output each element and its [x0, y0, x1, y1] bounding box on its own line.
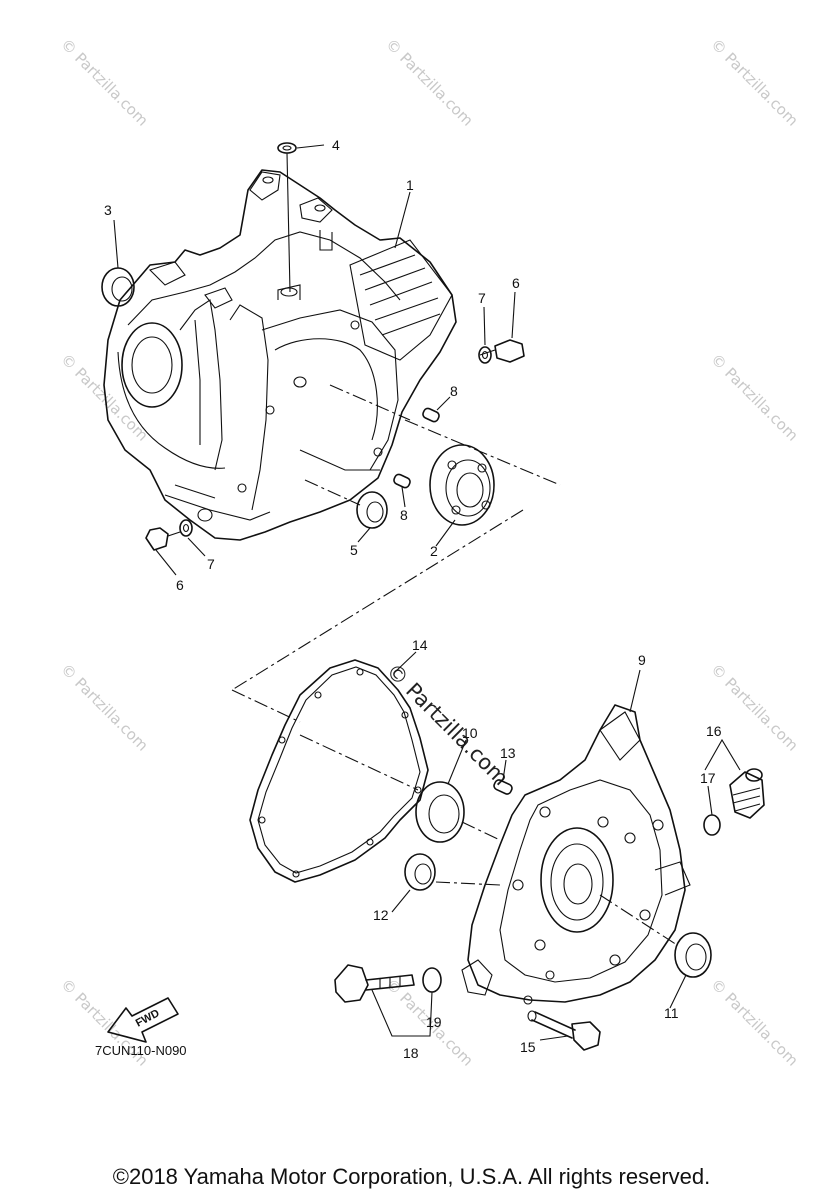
callout-18: 18	[403, 1045, 419, 1061]
watermark: © Partzilla.com	[382, 35, 477, 130]
callout-11: 11	[664, 1005, 679, 1021]
crankcase	[103, 169, 457, 541]
callout-6b: 6	[176, 577, 184, 593]
bolt-15	[527, 1010, 601, 1051]
o-ring-17	[703, 814, 721, 836]
bolt-6-left	[145, 519, 193, 551]
callout-4: 4	[332, 137, 340, 153]
oil-seal-3	[101, 267, 135, 307]
watermark: © Partzilla.com	[707, 350, 802, 445]
callout-17: 17	[700, 770, 716, 786]
washer-4	[277, 142, 297, 293]
dipstick-18	[334, 964, 415, 1003]
callout-16: 16	[706, 723, 722, 739]
fwd-label: FWD	[134, 1007, 162, 1029]
watermark-center: © Partzilla.com	[381, 659, 513, 791]
drain-plug-16	[729, 768, 765, 819]
callout-1: 1	[406, 177, 414, 193]
watermark: © Partzilla.com	[57, 350, 152, 445]
callout-3: 3	[104, 202, 112, 218]
callout-13: 13	[500, 745, 516, 761]
callout-8: 8	[450, 383, 458, 399]
bolt-6-right	[478, 339, 525, 364]
callout-12: 12	[373, 907, 389, 923]
oil-seal-11	[674, 932, 712, 978]
callout-2: 2	[430, 543, 438, 559]
part-code: 7CUN110-N090	[95, 1043, 187, 1058]
callout-10: 10	[462, 725, 478, 741]
bearing-2	[429, 444, 495, 526]
callout-7: 7	[478, 290, 486, 306]
callouts: 1 2 3 4 5 6 6 7 7 8 8 9 10 11 12 13 14 1…	[104, 137, 722, 1061]
gasket-14	[249, 659, 429, 883]
leader-lines	[113, 144, 741, 1041]
callout-7b: 7	[207, 556, 215, 572]
callout-19: 19	[426, 1014, 442, 1030]
fwd-arrow-icon: FWD	[107, 997, 179, 1043]
callout-14: 14	[412, 637, 428, 653]
oil-seal-5	[356, 491, 388, 529]
crankcase-cover-9	[461, 704, 691, 1005]
watermark: © Partzilla.com	[707, 975, 802, 1070]
oil-seal-12	[404, 853, 436, 891]
oil-seal-10	[415, 781, 465, 843]
callout-6: 6	[512, 275, 520, 291]
dowel-pins-8	[393, 407, 440, 489]
callout-9: 9	[638, 652, 646, 668]
callout-8b: 8	[400, 507, 408, 523]
dowel-pin-13	[493, 779, 513, 795]
watermark: © Partzilla.com	[707, 35, 802, 130]
watermark: © Partzilla.com	[57, 35, 152, 130]
copyright-notice: ©2018 Yamaha Motor Corporation, U.S.A. A…	[112, 1164, 711, 1189]
callout-15: 15	[520, 1039, 536, 1055]
o-ring-19	[422, 967, 442, 993]
callout-5: 5	[350, 542, 358, 558]
watermark: © Partzilla.com	[57, 660, 152, 755]
